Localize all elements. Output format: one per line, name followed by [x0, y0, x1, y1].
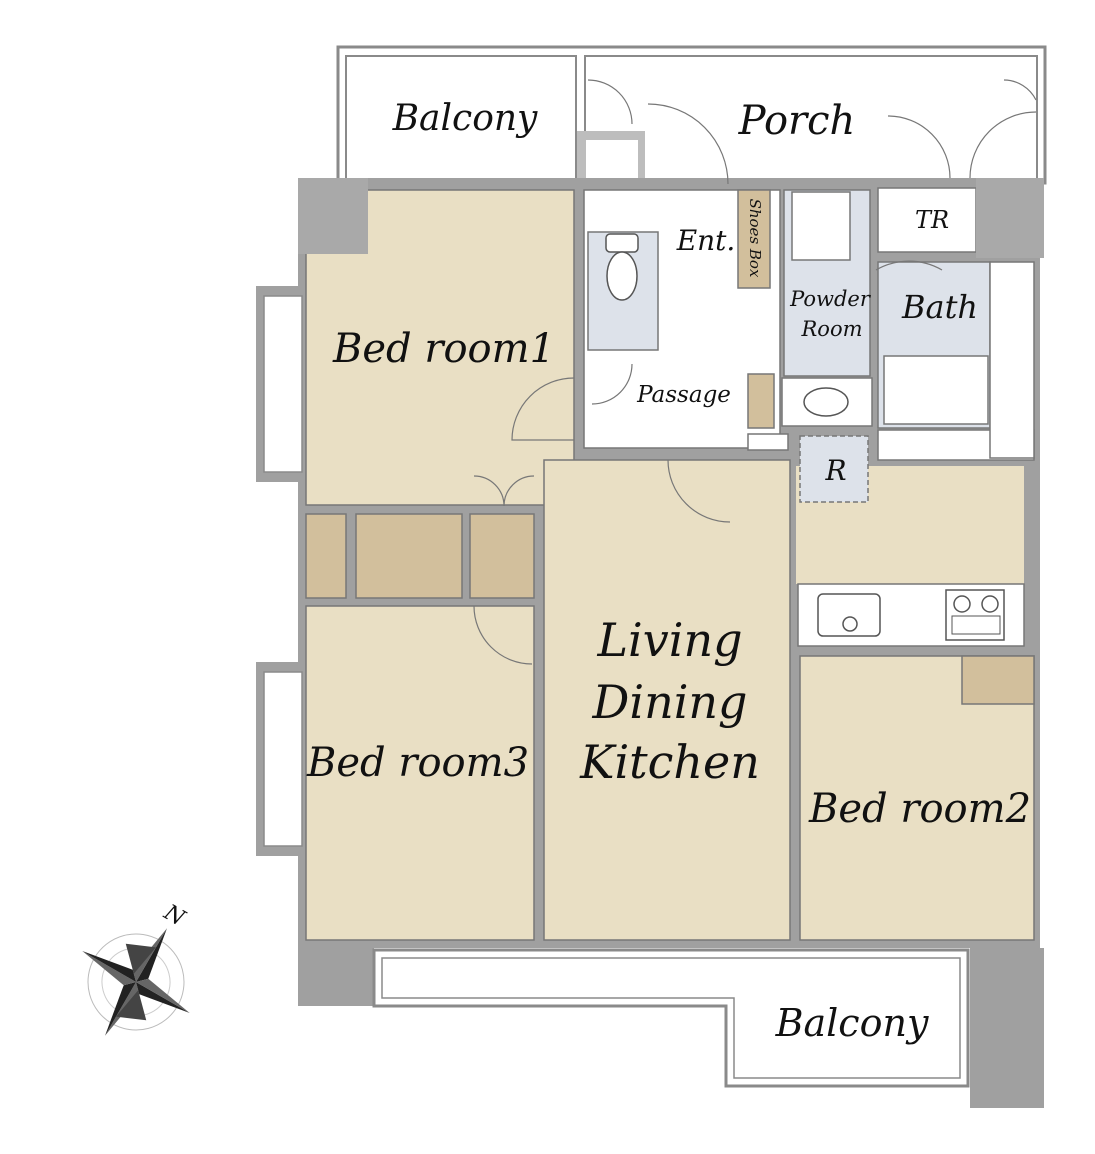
tr-label: TR	[915, 206, 949, 234]
top-balcony-porch-outline	[336, 45, 1047, 185]
bath-label: Bath	[901, 288, 978, 326]
room-fills	[305, 187, 1035, 941]
ldk-label-living: Living	[596, 613, 742, 667]
compass-rose-icon: N	[82, 900, 190, 1036]
passage-label: Passage	[636, 382, 731, 408]
ldk-label-dining: Dining	[591, 675, 747, 729]
refrigerator-label: R	[824, 454, 846, 487]
room-labels: Balcony Porch Ent. Shoes Box TR Powder R…	[306, 98, 1031, 1045]
ldk-label-kitchen: Kitchen	[579, 735, 760, 789]
bottom-balcony-outline	[298, 948, 1044, 1108]
bedroom2-label: Bed room2	[808, 786, 1031, 832]
porch-label: Porch	[738, 98, 856, 144]
powder-room-label-line1: Powder	[789, 287, 872, 311]
door-swings	[473, 79, 1037, 665]
balcony-bottom-label: Balcony	[775, 1001, 929, 1045]
powder-room-label-line2: Room	[800, 317, 862, 341]
bedroom3-label: Bed room3	[306, 740, 529, 786]
entrance-label: Ent.	[676, 224, 736, 257]
columns	[298, 178, 1044, 258]
compass-north-label: N	[159, 900, 190, 932]
bedroom1-label: Bed room1	[332, 326, 555, 372]
shoes-box-label: Shoes Box	[746, 199, 764, 278]
balcony-top-label: Balcony	[392, 98, 538, 139]
fixtures	[605, 233, 849, 417]
